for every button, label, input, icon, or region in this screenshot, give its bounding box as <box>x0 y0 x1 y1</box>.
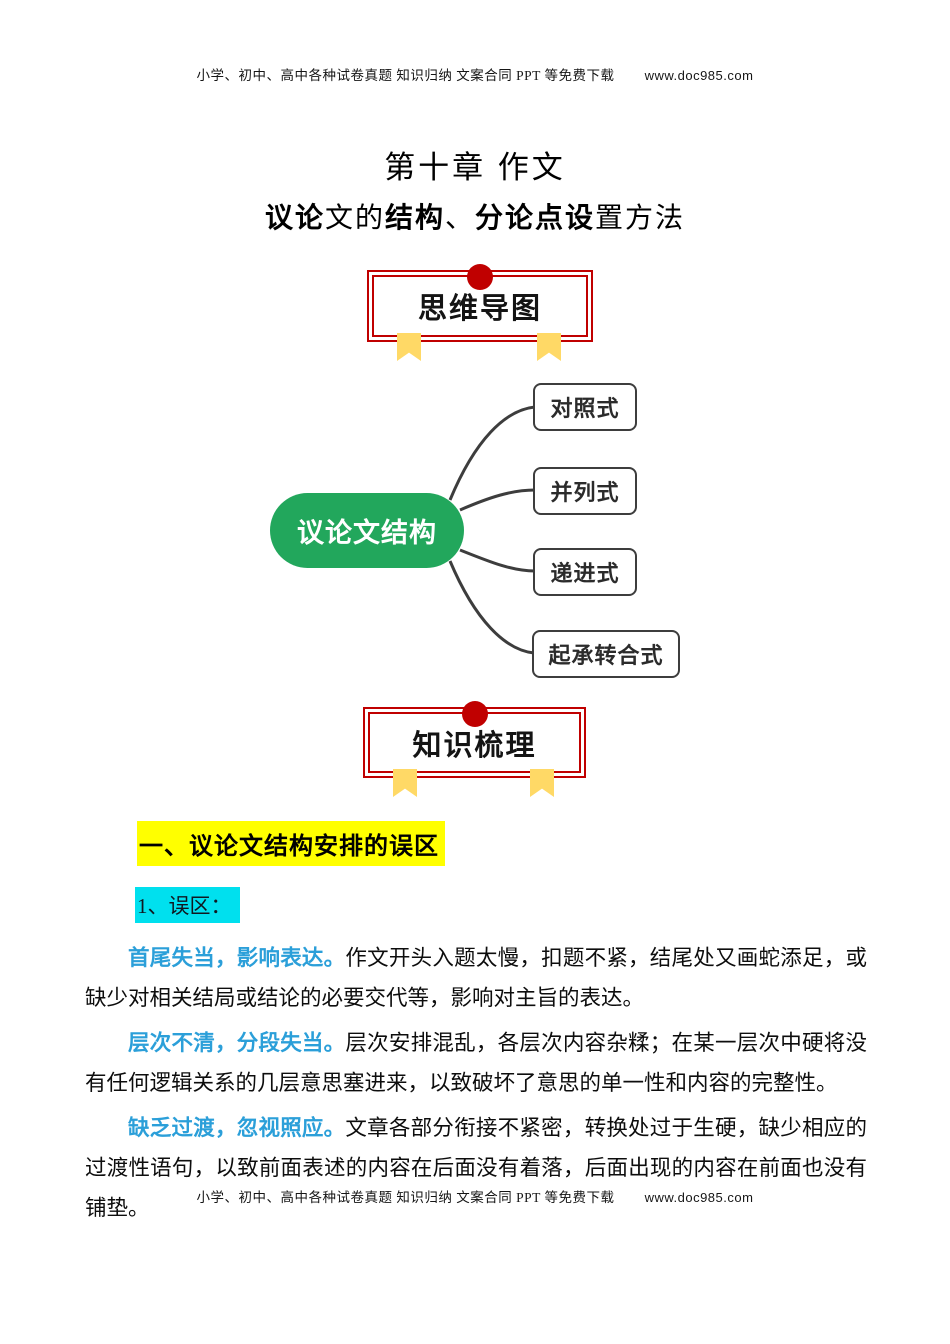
body-content: 首尾失当，影响表达。作文开头入题太慢，扣题不紧，结尾处又画蛇添足，或缺少对相关结… <box>85 938 867 1233</box>
mindmap-connectors <box>448 405 536 655</box>
paragraph: 首尾失当，影响表达。作文开头入题太慢，扣题不紧，结尾处又画蛇添足，或缺少对相关结… <box>85 938 867 1018</box>
section-heading: 一、议论文结构安排的误区 <box>137 821 445 866</box>
page-header: 小学、初中、高中各种试卷真题 知识归纳 文案合同 PPT 等免费下载 www.do… <box>0 64 950 84</box>
connector-line <box>448 405 536 501</box>
paragraph-lead: 首尾失当，影响表达。 <box>128 946 346 970</box>
subtitle-segment: 、 <box>445 202 476 233</box>
connector-line <box>459 488 536 512</box>
footer-text: 小学、初中、高中各种试卷真题 知识归纳 文案合同 PPT 等免费下载 <box>196 1190 615 1205</box>
footer-url: www.doc985.com <box>644 1190 754 1205</box>
knowledge-section-badge: 知识梳理 <box>363 701 586 797</box>
document-subtitle: 议论文的结构、分论点设置方法 <box>0 196 950 236</box>
mindmap-node: 起承转合式 <box>532 630 680 678</box>
header-text: 小学、初中、高中各种试卷真题 知识归纳 文案合同 PPT 等免费下载 <box>196 68 615 83</box>
subtitle-segment: 分论点设 <box>475 202 596 233</box>
paragraph-body: 作文开头入题太慢，扣题不紧，结尾处又画蛇添足，或缺少对相关结局或结论的必要交代等… <box>85 946 867 1010</box>
badge-title: 知识梳理 <box>412 729 537 762</box>
badge-title: 思维导图 <box>417 293 542 325</box>
ribbon-icon <box>393 769 417 797</box>
connector-line <box>448 560 535 655</box>
mindmap-diagram: 议论文结构 对照式 并列式 递进式 起承转合式 <box>260 380 690 690</box>
paragraph-lead: 层次不清，分段失当。 <box>128 1031 346 1055</box>
subtitle-segment: 结构 <box>384 202 445 233</box>
ribbon-icon <box>530 769 554 797</box>
mindmap-node: 对照式 <box>533 383 637 431</box>
mindmap-node: 并列式 <box>533 467 637 515</box>
subtitle-segment: 置方法 <box>595 202 686 233</box>
badge-frame: 思维导图 <box>372 275 588 337</box>
mindmap-section-badge: 思维导图 <box>367 264 593 361</box>
paragraph: 层次不清，分段失当。层次安排混乱，各层次内容杂糅；在某一层次中硬将没有任何逻辑关… <box>85 1023 867 1103</box>
paragraph-lead: 缺乏过渡，忽视照应。 <box>128 1116 346 1140</box>
paragraph-body: 文章各部分衔接不紧密，转换处过于生硬，缺少相应的过渡性语句，以致前面表述的内容在… <box>85 1116 867 1220</box>
ribbon-icon <box>397 333 421 361</box>
red-dot-icon <box>461 701 488 727</box>
chapter-title: 第十章 作文 <box>384 150 566 185</box>
subtitle-segment: 议论 <box>264 202 325 233</box>
header-url: www.doc985.com <box>644 68 754 83</box>
section-subheading: 1、误区： <box>135 887 240 923</box>
mindmap-root-node: 议论文结构 <box>270 493 464 568</box>
connector-line <box>459 548 536 573</box>
page-footer: 小学、初中、高中各种试卷真题 知识归纳 文案合同 PPT 等免费下载 www.do… <box>0 1186 950 1206</box>
subtitle-segment: 文的 <box>324 202 385 233</box>
paragraph: 缺乏过渡，忽视照应。文章各部分衔接不紧密，转换处过于生硬，缺少相应的过渡性语句，… <box>85 1108 867 1228</box>
paragraph-body: 层次安排混乱，各层次内容杂糅；在某一层次中硬将没有任何逻辑关系的几层意思塞进来，… <box>85 1031 867 1095</box>
ribbon-icon <box>537 333 561 361</box>
red-dot-icon <box>467 264 493 290</box>
mindmap-node: 递进式 <box>533 548 637 596</box>
